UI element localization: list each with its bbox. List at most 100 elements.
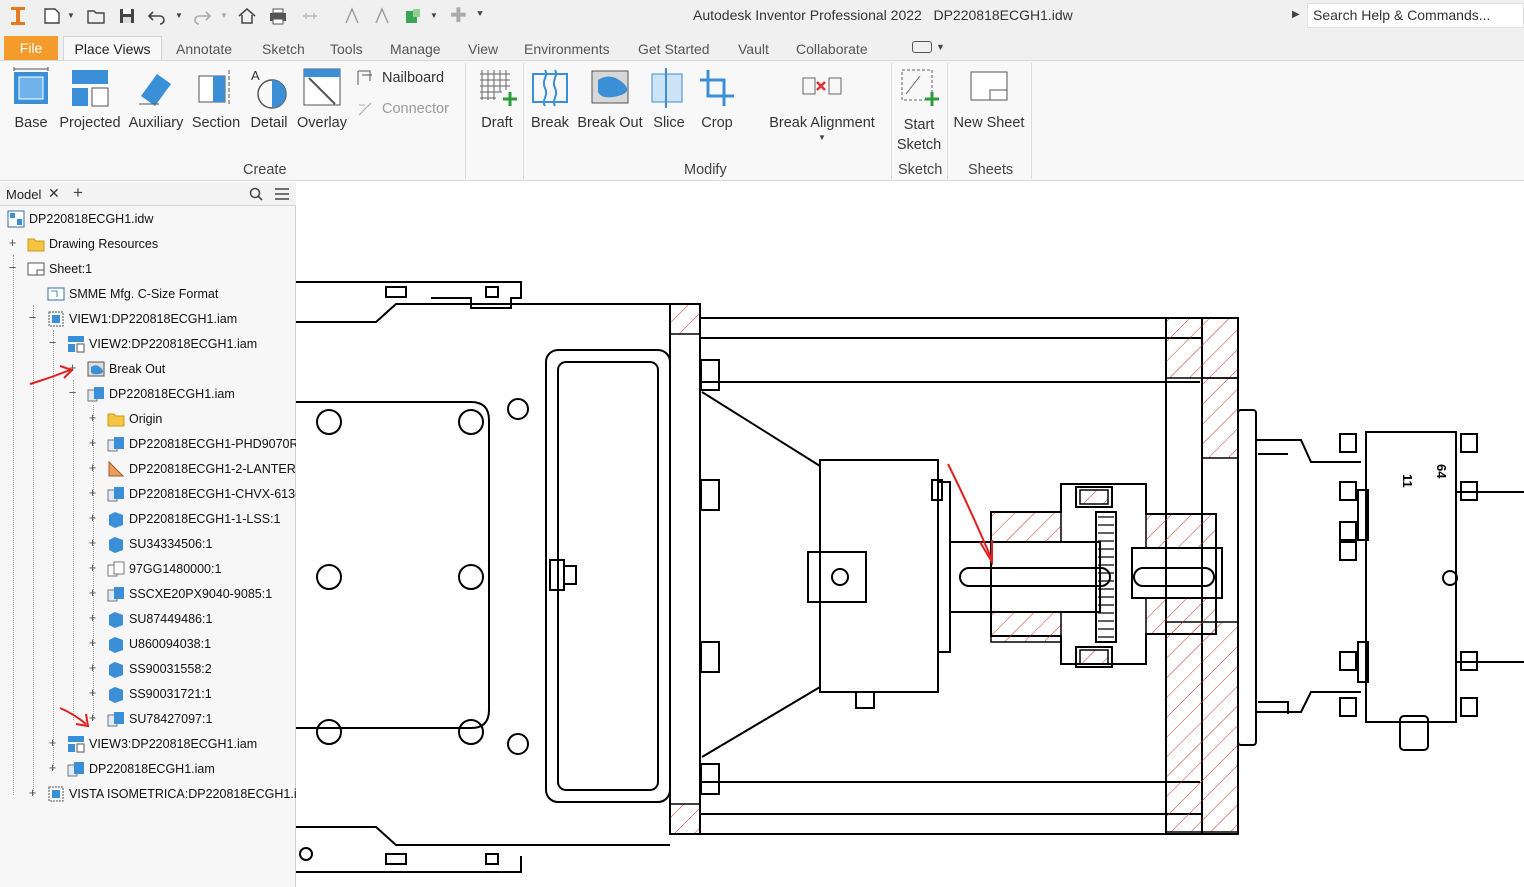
- collapse-icon[interactable]: −: [48, 335, 57, 350]
- search-expand-icon[interactable]: ▶: [1292, 9, 1300, 20]
- expand-icon[interactable]: +: [8, 235, 17, 250]
- break-alignment-button[interactable]: Break Alignment: [760, 66, 884, 156]
- draft-view-button[interactable]: Draft: [470, 66, 524, 156]
- hamburger-menu-icon[interactable]: [275, 188, 289, 200]
- expand-icon[interactable]: +: [88, 610, 97, 625]
- tree-item-component[interactable]: + SU87449486:1: [88, 610, 213, 628]
- search-input[interactable]: Search Help & Commands...: [1307, 3, 1524, 28]
- expand-icon[interactable]: +: [88, 535, 97, 550]
- expand-icon[interactable]: +: [68, 360, 77, 375]
- nailboard-button[interactable]: Nailboard: [356, 69, 444, 87]
- tree-item-view3[interactable]: + VIEW3:DP220818ECGH1.iam: [48, 735, 258, 753]
- tree-item-component[interactable]: + DP220818ECGH1-2-LANTERN: [88, 460, 305, 477]
- tree-item-component[interactable]: + U860094038:1: [88, 635, 212, 653]
- drawing-canvas[interactable]: 11 64: [296, 182, 1524, 887]
- material-dropdown-icon[interactable]: ▼: [430, 11, 438, 20]
- material-icon[interactable]: [403, 6, 423, 26]
- tree-item-isometric-view[interactable]: + VISTA ISOMETRICA:DP220818ECGH1.iam: [28, 785, 296, 802]
- expand-icon[interactable]: +: [88, 435, 97, 450]
- tree-item-view2[interactable]: − VIEW2:DP220818ECGH1.iam: [48, 335, 258, 353]
- detail-view-button[interactable]: A Detail: [244, 66, 294, 156]
- new-document-icon[interactable]: [42, 6, 62, 26]
- tree-item-component[interactable]: + DP220818ECGH1-PHD9070R3: [88, 435, 306, 452]
- tree-item-assembly[interactable]: + DP220818ECGH1.iam: [48, 760, 215, 777]
- collapse-icon[interactable]: −: [8, 260, 17, 275]
- tab-file[interactable]: File: [4, 36, 58, 60]
- expand-icon[interactable]: +: [88, 560, 97, 575]
- expand-icon[interactable]: +: [88, 685, 97, 700]
- expand-icon[interactable]: +: [88, 635, 97, 650]
- tab-annotate[interactable]: Annotate: [176, 41, 233, 57]
- tree-item-component[interactable]: + SU34334506:1: [88, 535, 213, 553]
- section-view-button[interactable]: Section: [188, 66, 244, 156]
- expand-icon[interactable]: +: [88, 660, 97, 675]
- tree-item-component[interactable]: + DP220818ECGH1-CHVX-613(0: [88, 485, 307, 502]
- tab-sketch[interactable]: Sketch: [262, 41, 305, 57]
- tree-item-component[interactable]: + SU78427097:1: [88, 710, 213, 727]
- tree-item-break-out[interactable]: + Break Out: [68, 360, 166, 377]
- expand-icon[interactable]: +: [48, 735, 57, 750]
- overlay-view-button[interactable]: Overlay: [294, 66, 350, 156]
- tab-manage[interactable]: Manage: [390, 41, 441, 57]
- expand-icon[interactable]: +: [48, 760, 57, 775]
- expand-icon[interactable]: +: [88, 585, 97, 600]
- expand-icon[interactable]: +: [88, 410, 97, 425]
- tab-get-started[interactable]: Get Started: [638, 41, 710, 57]
- collapse-icon[interactable]: −: [68, 385, 77, 400]
- tree-item-component[interactable]: + SS90031721:1: [88, 685, 212, 703]
- search-icon[interactable]: [249, 187, 263, 201]
- projected-view-button[interactable]: Projected: [58, 66, 122, 156]
- close-icon[interactable]: ✕: [48, 185, 60, 201]
- home-icon[interactable]: [237, 6, 257, 26]
- customize-qat-icon[interactable]: ⯆: [476, 9, 484, 20]
- tab-view[interactable]: View: [468, 41, 499, 57]
- tree-item-sheet[interactable]: − Sheet:1: [8, 260, 93, 276]
- measure-icon[interactable]: [300, 6, 320, 26]
- connector-button[interactable]: Connector: [356, 100, 449, 118]
- tab-tools[interactable]: Tools: [330, 41, 363, 57]
- tree-item-drawing-resources[interactable]: + Drawing Resources: [8, 235, 159, 252]
- tree-item-component[interactable]: + SSCXE20PX9040-9085:1: [88, 585, 273, 602]
- browser-tab-model[interactable]: Model: [6, 187, 42, 202]
- redo-icon[interactable]: [192, 6, 212, 26]
- base-view-button[interactable]: Base: [4, 66, 58, 156]
- expand-icon[interactable]: +: [28, 785, 37, 800]
- auxiliary-view-button[interactable]: Auxiliary: [124, 66, 188, 156]
- tab-environments[interactable]: Environments: [524, 41, 610, 57]
- tree-item-drawing[interactable]: DP220818ECGH1.idw: [0, 208, 296, 230]
- add-icon[interactable]: ✚: [450, 5, 467, 27]
- print-icon[interactable]: [268, 6, 288, 26]
- tree-item-component[interactable]: + 97GG1480000:1: [88, 560, 222, 577]
- new-sheet-button[interactable]: New Sheet: [950, 66, 1028, 156]
- collapse-icon[interactable]: −: [28, 310, 37, 325]
- tab-collaborate[interactable]: Collaborate: [796, 41, 868, 57]
- tree-item-view1[interactable]: − VIEW1:DP220818ECGH1.iam: [28, 310, 238, 327]
- crop-button[interactable]: Crop: [694, 66, 740, 156]
- save-icon[interactable]: [117, 6, 137, 26]
- expand-icon[interactable]: +: [88, 460, 97, 475]
- undo-dropdown-icon[interactable]: ▼: [175, 11, 183, 20]
- tree-item-assembly[interactable]: − DP220818ECGH1.iam: [68, 385, 235, 402]
- open-folder-icon[interactable]: [86, 6, 106, 26]
- expand-icon[interactable]: +: [88, 710, 97, 725]
- ribbon-display-toggle[interactable]: [912, 41, 932, 53]
- select-icon[interactable]: [342, 6, 362, 26]
- new-dropdown-icon[interactable]: ▼: [67, 11, 75, 20]
- ribbon-display-dropdown-icon[interactable]: ▼: [936, 42, 945, 52]
- select-filter-icon[interactable]: [372, 6, 392, 26]
- redo-dropdown-icon[interactable]: ▼: [220, 11, 228, 20]
- slice-button[interactable]: Slice: [646, 66, 692, 156]
- undo-icon[interactable]: [147, 6, 167, 26]
- break-out-button[interactable]: Break Out: [575, 66, 645, 156]
- expand-icon[interactable]: +: [88, 510, 97, 525]
- tree-item-component[interactable]: + SS90031558:2: [88, 660, 212, 678]
- tab-place-views[interactable]: Place Views: [63, 36, 162, 62]
- tab-vault[interactable]: Vault: [738, 41, 769, 57]
- break-button[interactable]: Break: [527, 66, 573, 156]
- add-browser-tab-icon[interactable]: +: [73, 183, 83, 202]
- tree-item-origin[interactable]: + Origin: [88, 410, 163, 427]
- tree-item-component[interactable]: + DP220818ECGH1-1-LSS:1: [88, 510, 281, 528]
- tree-item-border-format[interactable]: SMME Mfg. C-Size Format: [0, 283, 296, 305]
- expand-icon[interactable]: +: [88, 485, 97, 500]
